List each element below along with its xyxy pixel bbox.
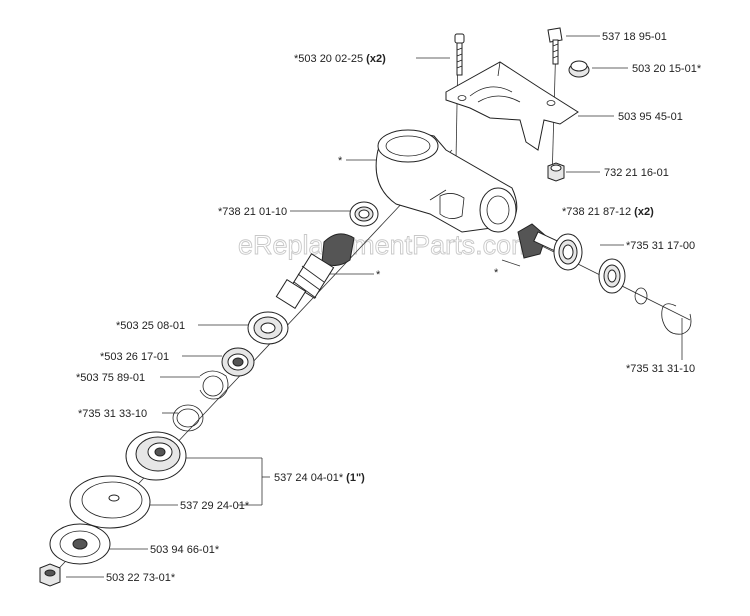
spacer-part bbox=[199, 370, 229, 400]
pinion-part bbox=[517, 223, 559, 259]
label-503-20-15-01: 503 20 15-01* bbox=[632, 63, 702, 75]
label-503-94-66-01: 503 94 66-01* bbox=[150, 544, 220, 556]
label-shaft-asterisk: * bbox=[376, 269, 381, 281]
label-537-29-24-01: 537 29 24-01* bbox=[180, 500, 250, 512]
label-738-21-87-12: *738 21 87-12 (x2) bbox=[562, 206, 654, 218]
label-503-25-08-01: *503 25 08-01 bbox=[116, 320, 185, 332]
watermark-text: eReplacementParts.com bbox=[238, 230, 534, 260]
snap-ring-part bbox=[634, 287, 648, 305]
bearing-part bbox=[349, 201, 379, 227]
support-cup-part bbox=[125, 431, 187, 481]
label-503-26-17-01: *503 26 17-01 bbox=[100, 351, 169, 363]
label-735-31-31-10: *735 31 31-10 bbox=[626, 363, 695, 375]
circlip-part bbox=[661, 303, 692, 335]
label-738-21-01-10: *738 21 01-10 bbox=[218, 206, 287, 218]
seal-part bbox=[221, 347, 255, 377]
label-503-20-02-25: *503 20 02-25 (x2) bbox=[294, 53, 386, 65]
label-735-31-17-00: *735 31 17-00 bbox=[626, 240, 695, 252]
label-housing-asterisk: * bbox=[338, 155, 343, 167]
label-pinion-asterisk: * bbox=[494, 267, 499, 279]
screw-part bbox=[547, 27, 563, 65]
label-537-24-04-01: 537 24 04-01* (1") bbox=[274, 472, 365, 484]
bearing-pair bbox=[553, 233, 626, 294]
label-735-31-33-10: *735 31 33-10 bbox=[78, 408, 147, 420]
ring-part bbox=[172, 404, 204, 432]
clamp-part bbox=[445, 61, 579, 151]
label-503-95-45-01: 503 95 45-01 bbox=[618, 111, 683, 123]
lock-nut-part bbox=[39, 563, 61, 587]
plug-part bbox=[568, 60, 590, 78]
bolt-part bbox=[454, 33, 465, 76]
part-labels: *503 20 02-25 (x2) 537 18 95-01 503 20 1… bbox=[76, 31, 702, 584]
bevel-gear-shaft bbox=[275, 233, 355, 309]
bearing-part-2 bbox=[247, 311, 289, 345]
label-537-18-95-01: 537 18 95-01 bbox=[602, 31, 667, 43]
label-503-22-73-01: 503 22 73-01* bbox=[106, 572, 176, 584]
label-732-21-16-01: 732 21 16-01 bbox=[604, 167, 669, 179]
gear-housing bbox=[375, 129, 518, 233]
washer-part bbox=[49, 523, 111, 565]
flange-disc-part bbox=[69, 475, 151, 529]
nut-part bbox=[547, 162, 565, 182]
label-503-75-89-01: *503 75 89-01 bbox=[76, 372, 145, 384]
